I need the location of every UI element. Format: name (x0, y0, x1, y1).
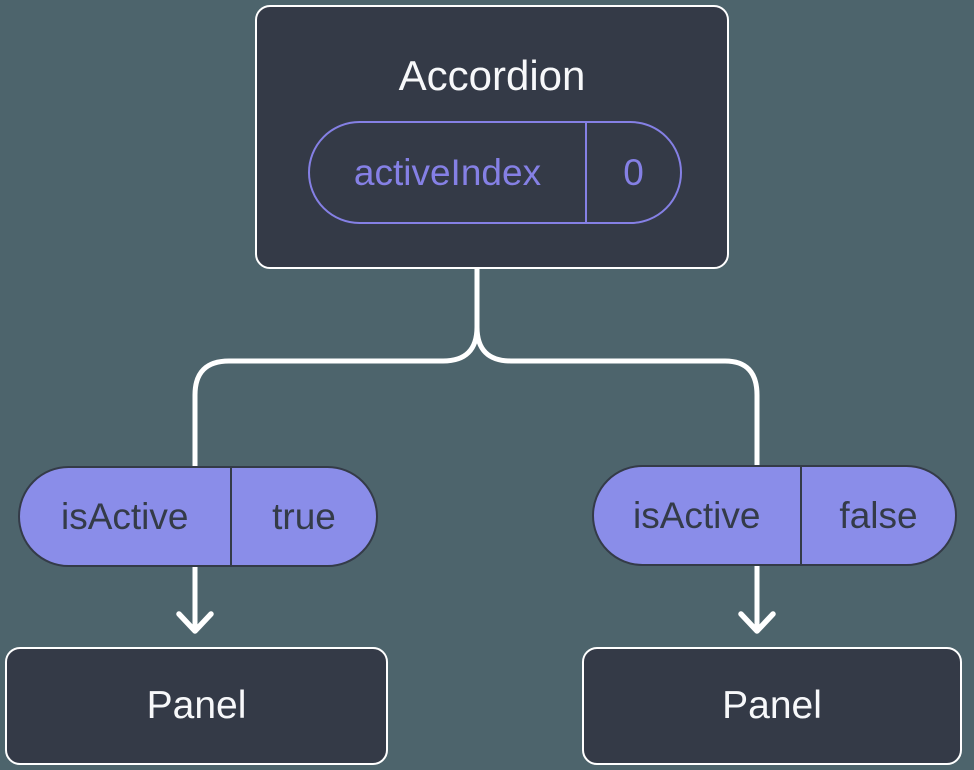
is-active-prop-pill-left: isActive true (18, 466, 378, 567)
panel-node-title: Panel (146, 684, 247, 727)
panel-node-right: Panel (582, 647, 962, 765)
is-active-prop-pill-right: isActive false (592, 465, 957, 566)
connector-right-branch (474, 267, 760, 628)
active-index-prop-pill: activeIndex 0 (308, 121, 682, 224)
prop-name-label: isActive (61, 496, 189, 537)
arrow-down-left-icon (176, 611, 214, 634)
accordion-node: Accordion activeIndex 0 (255, 5, 729, 269)
pill-divider (585, 123, 587, 222)
panel-node-title: Panel (722, 684, 822, 727)
pill-divider (229, 468, 232, 565)
arrow-down-right-icon (738, 611, 776, 634)
prop-value-label: 0 (623, 152, 644, 193)
pill-divider (799, 467, 802, 564)
prop-name-label: activeIndex (353, 152, 542, 193)
prop-value-label: true (272, 496, 336, 537)
accordion-node-title: Accordion (398, 52, 586, 99)
panel-node-left: Panel (5, 647, 388, 765)
prop-name-label: isActive (633, 495, 761, 536)
connector-left-branch (192, 267, 480, 628)
prop-value-label: false (839, 495, 918, 536)
